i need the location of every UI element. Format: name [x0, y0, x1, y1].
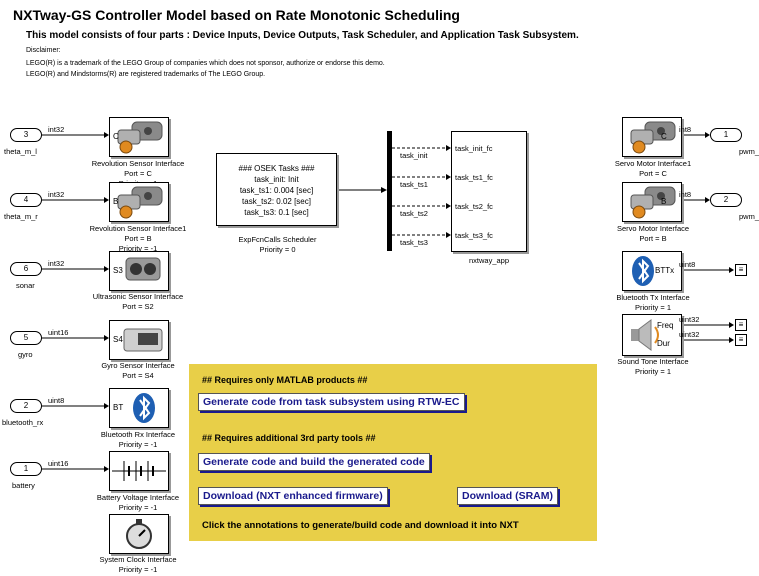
- signal-type-battery: uint16: [48, 459, 69, 468]
- signal-type-gyro: uint16: [48, 328, 69, 337]
- inport-label-bluetooth-rx: bluetooth_rx: [2, 418, 44, 427]
- disclaimer-heading: Disclaimer:: [26, 47, 61, 54]
- outport-label-2: pwm_: [739, 212, 759, 221]
- signal-task-ts3: task_ts3: [400, 238, 428, 247]
- inport-theta-m-r[interactable]: 4: [10, 193, 42, 207]
- nxt-motor-icon: [630, 121, 676, 154]
- matlab-only-heading: ## Requires only MATLAB products ##: [202, 375, 368, 385]
- terminator-bt-tx[interactable]: ≡: [735, 264, 747, 276]
- bluetooth-rx-block[interactable]: BT: [109, 388, 169, 428]
- block-port-label: S4: [113, 335, 123, 344]
- outport-label-1: pwm_: [739, 147, 759, 156]
- app-input-task-ts1-fc: task_ts1_fc: [455, 173, 493, 182]
- signal-type-servo-b: int8: [679, 190, 692, 199]
- sound-tone-block[interactable]: Freq Dur: [622, 314, 682, 356]
- download-sram-button[interactable]: Download (SRAM): [457, 487, 558, 505]
- signal-task-ts1: task_ts1: [400, 180, 428, 189]
- signal-type-theta-m-l: int32: [48, 125, 65, 134]
- gyro-sensor-icon: [123, 328, 163, 352]
- block-port-label: C: [661, 132, 667, 141]
- inport-battery[interactable]: 1: [10, 462, 42, 476]
- battery-icon: [112, 461, 166, 481]
- generate-build-button[interactable]: Generate code and build the generated co…: [198, 453, 430, 471]
- terminator-sound-freq[interactable]: ≡: [735, 319, 747, 331]
- app-input-task-ts3-fc: task_ts3_fc: [455, 231, 493, 240]
- signal-type-theta-m-r: int32: [48, 190, 65, 199]
- gyro-sensor-block[interactable]: S4: [109, 320, 169, 360]
- inport-sonar[interactable]: 6: [10, 262, 42, 276]
- app-subsystem-name: nxtway_app: [468, 256, 510, 265]
- download-nxt-firmware-button[interactable]: Download (NXT enhanced firmware): [198, 487, 388, 505]
- inport-label-battery: battery: [12, 481, 35, 490]
- outport-1[interactable]: 1: [710, 128, 742, 142]
- signal-type-servo-c: int8: [679, 125, 692, 134]
- nxt-motor-icon: [630, 186, 676, 219]
- model-subtitle: This model consists of four parts : Devi…: [26, 30, 579, 41]
- third-party-heading: ## Requires additional 3rd party tools #…: [202, 433, 376, 443]
- revolution-sensor-b-block[interactable]: B: [109, 182, 169, 222]
- app-input-task-init-fc: task_init_fc: [455, 144, 493, 153]
- signal-type-sonar: int32: [48, 259, 65, 268]
- annotation-footer: Click the annotations to generate/build …: [202, 520, 519, 531]
- speaker-icon: [631, 319, 659, 351]
- signal-type-bt-tx: uint8: [679, 260, 696, 269]
- bluetooth-icon: [632, 256, 654, 286]
- signal-type-sound-dur: uint32: [679, 330, 700, 339]
- revolution-sensor-c-block[interactable]: C: [109, 117, 169, 157]
- inport-label-sonar: sonar: [16, 281, 35, 290]
- inport-label-gyro: gyro: [18, 350, 33, 359]
- disclaimer-line-1: LEGO(R) is a trademark of the LEGO Group…: [26, 60, 385, 67]
- servo-motor-b-block[interactable]: B: [622, 182, 682, 222]
- block-port-label: B: [661, 197, 667, 206]
- demux-bar[interactable]: [387, 131, 392, 251]
- stopwatch-icon: [126, 519, 152, 549]
- bluetooth-tx-block[interactable]: BTTx: [622, 251, 682, 291]
- signal-task-init: task_init: [400, 151, 428, 160]
- code-generation-annotation-panel: ## Requires only MATLAB products ## Gene…: [189, 364, 597, 541]
- block-port-label: BTTx: [655, 266, 675, 275]
- inport-gyro[interactable]: 5: [10, 331, 42, 345]
- block-port-label-freq: Freq: [657, 321, 674, 330]
- signal-task-ts2: task_ts2: [400, 209, 428, 218]
- disclaimer-line-2: LEGO(R) and Mindstorms(R) are registered…: [26, 71, 266, 78]
- inport-bluetooth-rx[interactable]: 2: [10, 399, 42, 413]
- ultrasonic-sensor-icon: [125, 257, 161, 281]
- block-port-label: S3: [113, 266, 123, 275]
- block-port-label: B: [113, 197, 119, 206]
- block-port-label: BT: [113, 403, 124, 412]
- app-input-task-ts2-fc: task_ts2_fc: [455, 202, 493, 211]
- nxt-motor-icon: [117, 121, 163, 154]
- signal-type-sound-freq: uint32: [679, 315, 700, 324]
- terminator-sound-dur[interactable]: ≡: [735, 334, 747, 346]
- bluetooth-icon: [133, 393, 155, 423]
- generate-rtw-ec-button[interactable]: Generate code from task subsystem using …: [198, 393, 465, 411]
- model-title: NXTway-GS Controller Model based on Rate…: [13, 7, 460, 23]
- system-clock-block[interactable]: [109, 514, 169, 554]
- signal-type-bluetooth-rx: uint8: [48, 396, 65, 405]
- nxt-motor-icon: [117, 186, 163, 219]
- ultrasonic-sensor-block[interactable]: S3: [109, 251, 169, 291]
- nxtway-app-subsystem[interactable]: task_init_fc task_ts1_fc task_ts2_fc tas…: [451, 131, 527, 252]
- inport-label-theta-m-l: theta_m_l: [4, 147, 37, 156]
- outport-2[interactable]: 2: [710, 193, 742, 207]
- servo-motor-c-block[interactable]: C: [622, 117, 682, 157]
- block-port-label: C: [113, 132, 119, 141]
- inport-theta-m-l[interactable]: 3: [10, 128, 42, 142]
- inport-label-theta-m-r: theta_m_r: [4, 212, 38, 221]
- expfcncalls-scheduler-block[interactable]: ### OSEK Tasks ### task_init: Init task_…: [216, 153, 337, 226]
- block-port-label-dur: Dur: [657, 339, 670, 348]
- battery-voltage-block[interactable]: [109, 451, 169, 491]
